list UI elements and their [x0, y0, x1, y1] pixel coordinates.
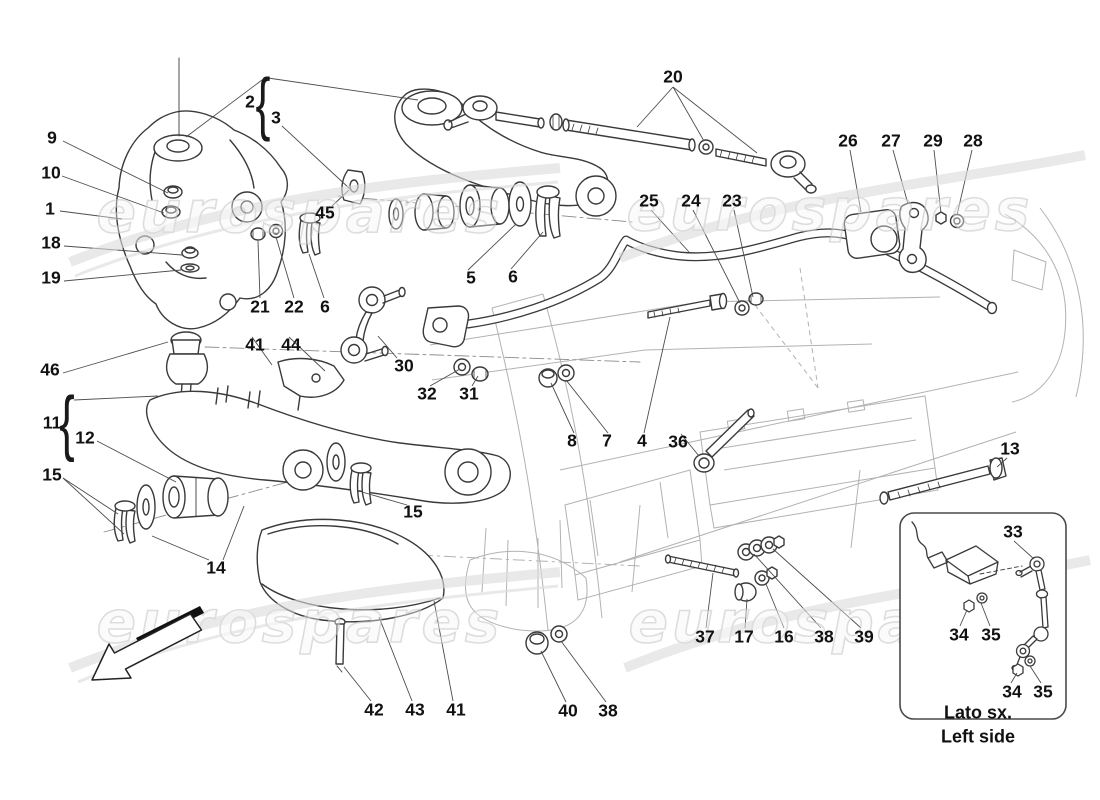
- direction-arrow-icon: [91, 606, 204, 681]
- guard-plate-drawing: [256, 357, 445, 673]
- leader-lines: [59, 77, 1008, 703]
- bolts-drawing: [647, 292, 1007, 505]
- lower-wishbone-drawing: [113, 385, 511, 544]
- part-number-label-24-25: 25: [639, 190, 659, 211]
- part-number-label-32-7: 7: [602, 430, 612, 451]
- part-number-label-43-38: 38: [598, 700, 618, 721]
- part-number-label-31-8: 8: [567, 430, 577, 451]
- part-number-label-2-1: 1: [45, 198, 55, 219]
- part-number-label-45-43: 43: [405, 699, 425, 720]
- inset-caption-italian: Lato sx.: [943, 702, 1013, 723]
- part-number-label-27-26: 26: [838, 130, 858, 151]
- sensor-wire: [911, 521, 931, 561]
- part-number-label-23-20: 20: [663, 66, 683, 87]
- part-number-label-25-24: 24: [681, 190, 701, 211]
- part-number-label-34-36: 36: [668, 431, 688, 452]
- group-brace-0: {: [255, 63, 271, 142]
- drop-link-drawing: [250, 212, 489, 382]
- part-number-label-15-6: 6: [320, 296, 330, 317]
- part-number-label-51-35: 35: [1033, 681, 1053, 702]
- part-number-label-7-12: 12: [75, 427, 95, 448]
- part-number-label-16-41: 41: [245, 334, 265, 355]
- main-parts-drawing: [103, 57, 1007, 673]
- subframe-context-drawing: [397, 207, 1084, 632]
- anti-roll-bar-drawing: [422, 201, 998, 348]
- part-number-label-22-6: 6: [508, 266, 518, 287]
- part-number-label-0-9: 9: [47, 127, 57, 148]
- part-number-label-19-32: 32: [417, 383, 437, 404]
- part-number-label-1-10: 10: [41, 162, 61, 183]
- part-number-label-11-3: 3: [271, 107, 281, 128]
- part-number-label-5-46: 46: [40, 359, 60, 380]
- part-number-label-37-37: 37: [695, 626, 715, 647]
- part-number-label-46-41: 41: [446, 699, 466, 720]
- part-number-label-35-13: 13: [1000, 438, 1020, 459]
- part-number-label-48-34: 34: [949, 624, 969, 645]
- watermark-text: eurospares: [97, 178, 504, 246]
- part-number-label-6-11: 11: [42, 412, 62, 433]
- part-number-label-36-15: 15: [403, 501, 423, 522]
- part-number-label-14-22: 22: [284, 296, 304, 317]
- inset-box: [899, 512, 1067, 720]
- part-number-label-47-33: 33: [1003, 521, 1023, 542]
- part-number-label-28-27: 27: [881, 130, 901, 151]
- part-number-label-44-42: 42: [364, 699, 384, 720]
- watermark-swoosh: [68, 163, 561, 267]
- tie-rod-drawing: [443, 95, 817, 194]
- watermark-text: eurospares: [627, 176, 1034, 244]
- watermark-swoosh: [74, 180, 559, 278]
- part-number-label-40-38: 38: [814, 626, 834, 647]
- group-brace-1: {: [59, 381, 75, 463]
- part-number-label-9-14: 14: [206, 557, 226, 578]
- part-number-label-17-44: 44: [281, 334, 301, 355]
- part-number-label-30-28: 28: [963, 130, 983, 151]
- watermark-swoosh: [618, 150, 1086, 263]
- part-number-label-18-30: 30: [394, 355, 414, 376]
- part-number-label-49-35: 35: [981, 624, 1001, 645]
- part-number-label-38-17: 17: [734, 626, 754, 647]
- part-number-label-20-31: 31: [459, 383, 479, 404]
- part-number-label-39-16: 16: [774, 626, 794, 647]
- part-number-label-21-5: 5: [466, 267, 476, 288]
- part-number-label-3-18: 18: [41, 232, 61, 253]
- part-number-label-50-34: 34: [1002, 681, 1022, 702]
- part-number-label-41-39: 39: [854, 626, 874, 647]
- part-number-label-10-2: 2: [245, 91, 255, 112]
- ball-joint-drawing: [165, 331, 209, 399]
- part-number-label-26-23: 23: [722, 190, 742, 211]
- part-number-label-8-15: 15: [42, 464, 62, 485]
- part-number-label-12-45: 45: [315, 202, 335, 223]
- part-number-label-13-21: 21: [250, 296, 270, 317]
- part-number-label-4-19: 19: [41, 267, 61, 288]
- part-number-label-29-29: 29: [923, 130, 943, 151]
- part-number-label-42-40: 40: [558, 700, 578, 721]
- inset-caption-english: Left side: [940, 726, 1016, 747]
- part-number-label-33-4: 4: [637, 430, 647, 451]
